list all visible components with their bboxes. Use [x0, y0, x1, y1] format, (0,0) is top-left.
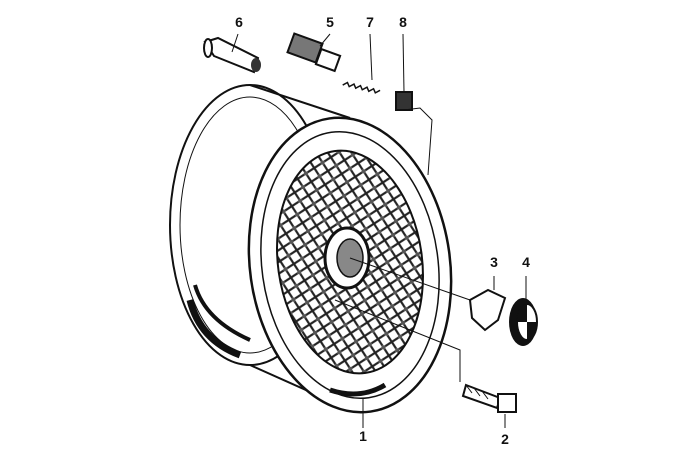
part-4-emblem [509, 298, 538, 346]
callout-1: 1 [359, 428, 367, 444]
callout-6: 6 [235, 14, 243, 30]
part-8-cap [395, 91, 413, 111]
callout-7: 7 [366, 14, 374, 30]
callout-5: 5 [326, 14, 334, 30]
callout-3: 3 [490, 254, 498, 270]
part-7-spring [342, 81, 381, 94]
part-3-clip [468, 288, 507, 332]
part-2-bolt [461, 383, 517, 413]
wheel-rim-1 [169, 84, 453, 414]
callout-8: 8 [399, 14, 407, 30]
callout-2: 2 [501, 431, 509, 447]
part-6-valve [203, 36, 261, 74]
part-5-valve-core [286, 32, 342, 73]
callout-4: 4 [522, 254, 530, 270]
leader-lines [231, 33, 527, 428]
